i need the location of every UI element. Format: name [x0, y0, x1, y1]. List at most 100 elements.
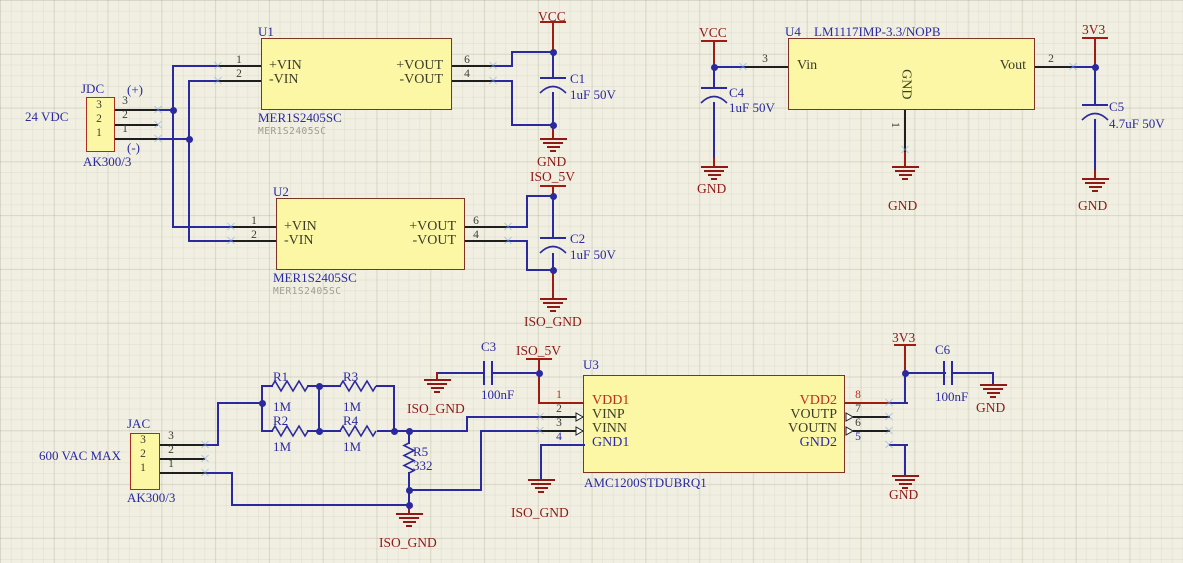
- pin-stub[interactable]: [115, 138, 158, 140]
- power-wire[interactable]: [436, 372, 438, 380]
- ground-symbol-bar[interactable]: [543, 142, 563, 144]
- wire-segment[interactable]: [904, 372, 906, 404]
- wire-segment[interactable]: [526, 195, 554, 197]
- ground-symbol-bar[interactable]: [546, 306, 560, 308]
- power-label-gnd-u4[interactable]: GND: [888, 198, 918, 213]
- ground-symbol-bar[interactable]: [1088, 186, 1102, 188]
- wire-segment[interactable]: [231, 472, 233, 506]
- wire-segment[interactable]: [158, 109, 175, 111]
- power-wire[interactable]: [552, 270, 554, 299]
- wire-segment[interactable]: [511, 51, 555, 53]
- pin-stub[interactable]: [160, 444, 205, 446]
- ref-r2[interactable]: R2: [273, 413, 289, 428]
- pin-stub[interactable]: [452, 80, 493, 82]
- wire-segment[interactable]: [701, 87, 727, 89]
- power-label-iso5v-c2[interactable]: ISO_5V: [530, 169, 576, 184]
- ref-r4[interactable]: R4: [343, 413, 359, 428]
- wire-segment[interactable]: [493, 80, 513, 82]
- power-wire[interactable]: [713, 41, 715, 68]
- power-label-gnd-c1[interactable]: GND: [537, 154, 567, 169]
- polarity-plus[interactable]: (+): [127, 82, 143, 97]
- wire-segment[interactable]: [1070, 66, 1096, 68]
- pin-stub[interactable]: [465, 226, 508, 228]
- value-u1[interactable]: MER1S2405SC: [258, 110, 342, 125]
- wire-segment[interactable]: [511, 80, 513, 126]
- wire-segment[interactable]: [493, 65, 513, 67]
- wire-segment[interactable]: [318, 430, 341, 432]
- ref-r5[interactable]: R5: [413, 444, 429, 459]
- annotation-600vac[interactable]: 600 VAC MAX: [39, 448, 121, 463]
- ground-symbol-bar[interactable]: [902, 178, 908, 180]
- wire-segment[interactable]: [158, 138, 191, 140]
- wire-segment[interactable]: [552, 253, 554, 271]
- ground-symbol-bar[interactable]: [399, 517, 419, 519]
- value-u4[interactable]: LM1117IMP-3.3/NOPB: [814, 24, 941, 39]
- ground-symbol-bar[interactable]: [434, 391, 440, 393]
- wire-segment[interactable]: [1082, 104, 1108, 106]
- power-label-isognd-c2[interactable]: ISO_GND: [524, 314, 582, 329]
- value-r5[interactable]: 332: [413, 458, 433, 473]
- wire-segment[interactable]: [540, 444, 585, 446]
- wire-segment[interactable]: [540, 237, 566, 239]
- value-u2[interactable]: MER1S2405SC: [273, 270, 357, 285]
- ground-symbol-bar[interactable]: [707, 174, 721, 176]
- power-label-gnd-c5[interactable]: GND: [1078, 198, 1108, 213]
- component-body-u3[interactable]: [583, 375, 845, 473]
- wire-segment[interactable]: [540, 77, 566, 79]
- wire-segment[interactable]: [188, 80, 190, 242]
- pin-stub[interactable]: [115, 109, 158, 111]
- value-r2[interactable]: 1M: [273, 439, 292, 454]
- power-label-vcc-c1[interactable]: VCC: [538, 9, 566, 24]
- value-c2[interactable]: 1uF 50V: [570, 247, 616, 262]
- ground-symbol-bar[interactable]: [990, 396, 996, 398]
- wire-segment[interactable]: [952, 372, 994, 374]
- ground-symbol-bar[interactable]: [546, 146, 560, 148]
- power-label-gnd-c4[interactable]: GND: [697, 181, 727, 196]
- wire-segment[interactable]: [172, 226, 235, 228]
- value-c3[interactable]: 100nF: [481, 387, 515, 402]
- power-label-3v3-c5[interactable]: 3V3: [1082, 22, 1106, 37]
- ground-symbol-bar[interactable]: [402, 521, 416, 523]
- wire-segment[interactable]: [231, 504, 411, 506]
- pin-stub[interactable]: [160, 458, 205, 460]
- power-wire[interactable]: [1094, 38, 1096, 68]
- wire-segment[interactable]: [318, 385, 341, 387]
- value-u3[interactable]: AMC1200STDUBRQ1: [584, 475, 707, 490]
- wire-segment[interactable]: [508, 226, 528, 228]
- pin-stub[interactable]: [233, 226, 276, 228]
- ground-symbol-bar[interactable]: [423, 379, 451, 381]
- pin-stub[interactable]: [233, 240, 276, 242]
- wire-segment[interactable]: [377, 430, 468, 432]
- ground-symbol-bar[interactable]: [539, 298, 567, 300]
- power-label-gnd-u3[interactable]: GND: [889, 487, 919, 502]
- value-c6[interactable]: 100nF: [935, 389, 969, 404]
- ref-c4[interactable]: C4: [729, 85, 745, 100]
- wire-segment[interactable]: [511, 51, 513, 67]
- ground-symbol-bar[interactable]: [406, 525, 412, 527]
- wire-segment[interactable]: [466, 416, 542, 418]
- wire-segment[interactable]: [552, 52, 554, 78]
- ground-symbol-bar[interactable]: [902, 487, 908, 489]
- connector-body-jdc[interactable]: [86, 97, 115, 152]
- ground-symbol-bar[interactable]: [539, 138, 567, 140]
- wire-segment[interactable]: [480, 430, 482, 491]
- wire-segment[interactable]: [526, 240, 528, 271]
- wire-segment[interactable]: [526, 195, 528, 228]
- pin-stub[interactable]: [745, 66, 788, 68]
- component-body-u1[interactable]: [261, 38, 452, 110]
- power-wire[interactable]: [538, 372, 540, 403]
- part-jac[interactable]: AK300/3: [127, 490, 176, 505]
- wire-segment[interactable]: [437, 372, 485, 374]
- wire-segment[interactable]: [492, 372, 540, 374]
- ground-symbol-bar[interactable]: [979, 384, 1007, 386]
- part-jdc[interactable]: AK300/3: [83, 154, 132, 169]
- ground-symbol-bar[interactable]: [891, 166, 919, 168]
- ground-symbol-bar[interactable]: [891, 475, 919, 477]
- ground-symbol-bar[interactable]: [543, 302, 563, 304]
- wire-segment[interactable]: [261, 385, 273, 387]
- wire-segment[interactable]: [483, 361, 485, 385]
- designator-u3[interactable]: U3: [583, 357, 599, 372]
- wire-segment[interactable]: [540, 444, 542, 480]
- power-wire[interactable]: [1094, 170, 1096, 179]
- designator-u2[interactable]: U2: [273, 184, 289, 199]
